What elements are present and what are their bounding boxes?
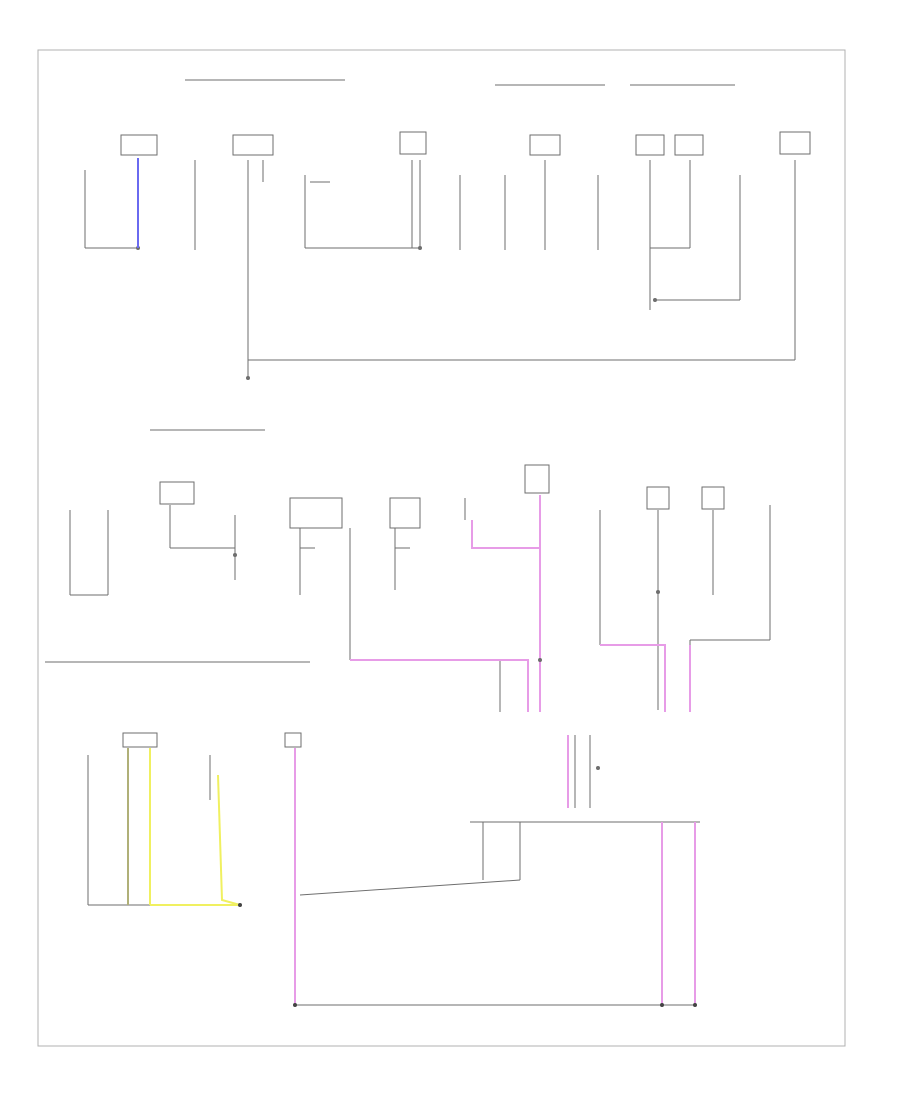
bottom-section: [45, 661, 700, 1006]
top-section: [84, 79, 811, 378]
colored-wires-bottom: [127, 748, 696, 1005]
middle-section: [69, 429, 771, 808]
diagram-frame: [37, 49, 846, 1047]
pink-wires-middle: [350, 495, 691, 808]
middle-ground-points: [233, 553, 660, 770]
bottom-ground-points: [238, 903, 697, 1007]
